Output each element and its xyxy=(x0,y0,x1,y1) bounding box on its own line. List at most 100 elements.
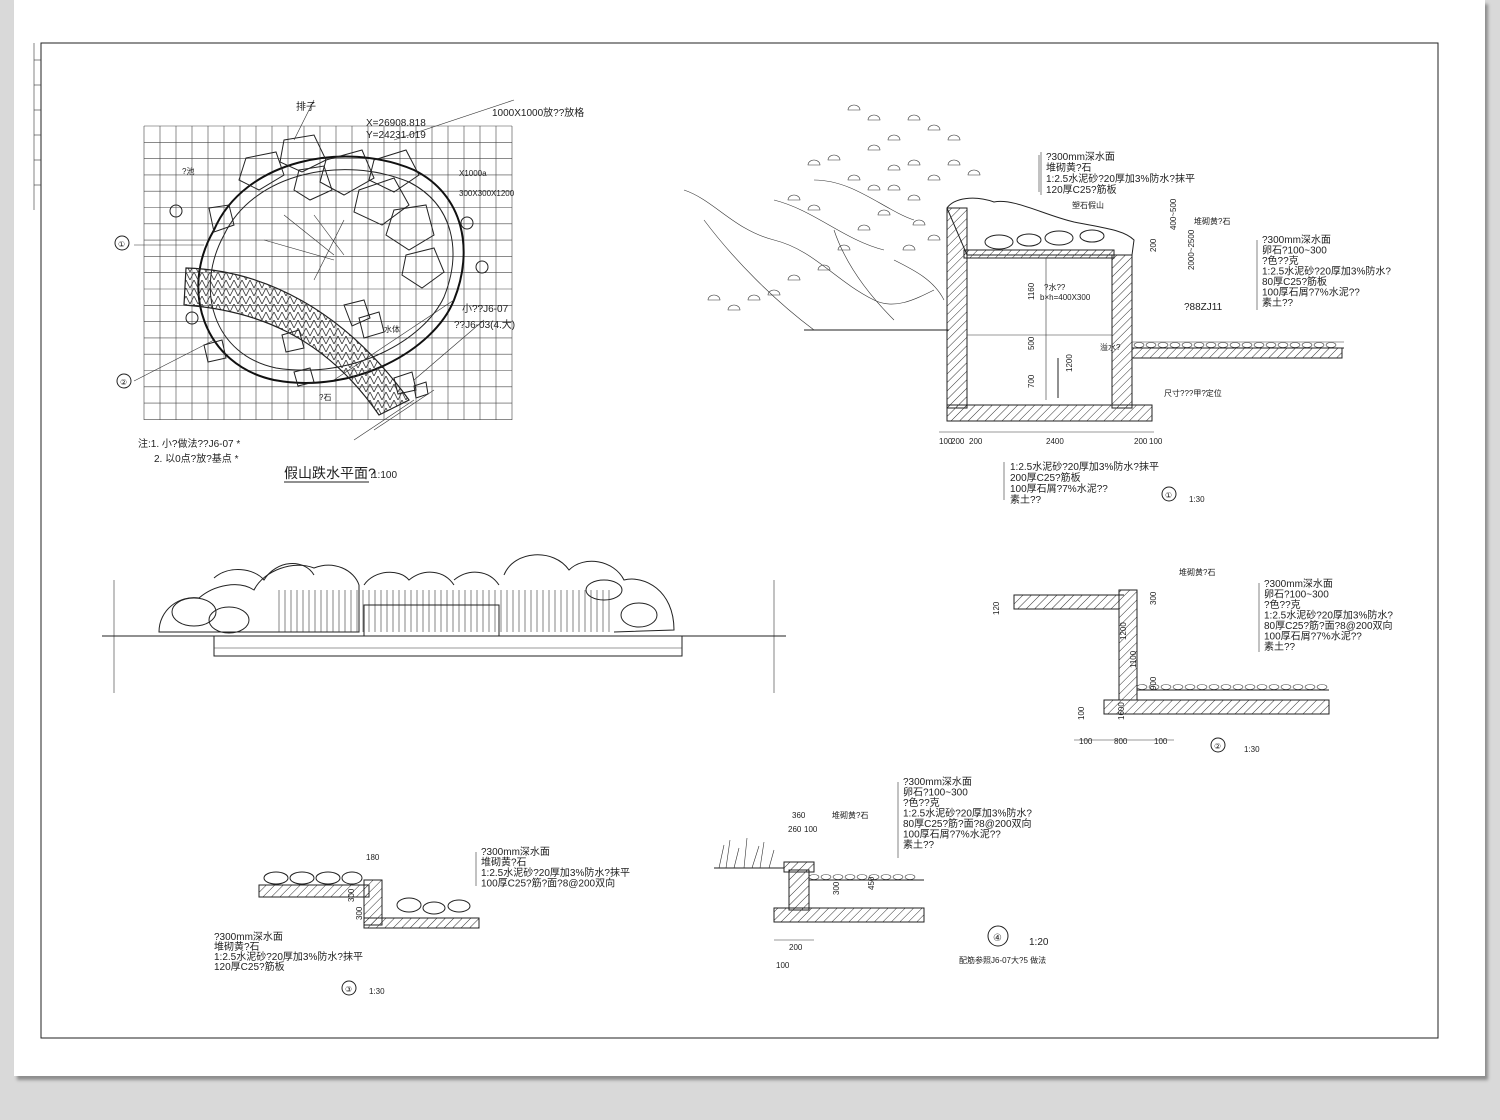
s2-callout: 素土?? xyxy=(1264,640,1296,653)
shrub-mark xyxy=(867,144,881,151)
shrub-mark xyxy=(747,294,761,301)
shrub-mark xyxy=(827,154,841,161)
dim-label: 200 xyxy=(1134,437,1148,446)
shrub-mark xyxy=(867,184,881,191)
s4-scale: 1:20 xyxy=(1029,937,1049,948)
plan-label-water: 水体 xyxy=(384,324,400,334)
s2-callout: 1:2.5水泥砂?20厚加3%防水? xyxy=(1264,609,1393,622)
s1-callout: ?色??克 xyxy=(1262,254,1299,267)
shrub-mark xyxy=(837,244,851,251)
s1-label-size: 尺寸???甲?定位 xyxy=(1164,388,1222,398)
shrub-mark xyxy=(907,159,921,166)
s2-scale: 1:30 xyxy=(1244,745,1260,754)
dim-label: 100 xyxy=(776,961,790,970)
shrub-mark xyxy=(947,134,961,141)
dim-label: 2000~2500 xyxy=(1187,229,1196,270)
s4-callout: 素土?? xyxy=(903,838,935,851)
s3-callout: 堆砌黄?石 xyxy=(214,940,260,953)
elevation-rocks xyxy=(158,554,675,634)
shrub-mark xyxy=(887,164,901,171)
s1-callout: 100厚石屑?7%水泥?? xyxy=(1010,482,1108,495)
shrub-mark xyxy=(887,134,901,141)
s1-label-rock: 堆砌黄?石 xyxy=(1194,216,1230,226)
waterfall-lines xyxy=(278,590,610,632)
shrub-mark xyxy=(787,194,801,201)
cad-drawing: ① ② 排子 X=26908.818 Y=24231.019 1000X1000… xyxy=(33,42,1439,1039)
dim-label: 900 xyxy=(1149,676,1158,690)
dim-label: 450 xyxy=(867,876,876,890)
s4-callout: ?色??克 xyxy=(903,796,940,809)
plan-label-rock: ?石 xyxy=(319,393,331,402)
plan-title: 假山跌水平面? xyxy=(284,465,376,481)
shrub-mark xyxy=(947,159,961,166)
s3-callout: 1:2.5水泥砂?20厚加3%防水?抹平 xyxy=(214,950,363,963)
s1-label-rockery: 塑石假山 xyxy=(1072,200,1104,210)
s4-label-rock: 堆砌黄?石 xyxy=(832,810,868,820)
grid-mark-2: ② xyxy=(120,378,127,387)
dim-label: 800 xyxy=(1114,737,1128,746)
shrub-mark xyxy=(927,124,941,131)
plan-coord-x: X=26908.818 xyxy=(366,118,426,129)
paved-walkway xyxy=(183,267,410,416)
dim-label: 200 xyxy=(969,437,983,446)
shrub-mark xyxy=(912,219,926,226)
s2-callout: ?300mm深水面 xyxy=(1264,578,1333,590)
dim-label: 300 xyxy=(1149,591,1158,605)
s1-label-drain: 溢水? xyxy=(1100,342,1121,352)
s1-callout: 1:2.5水泥砂?20厚加3%防水?抹平 xyxy=(1010,460,1159,473)
dim-label: 180 xyxy=(366,853,380,862)
dim-label: 200 xyxy=(951,437,965,446)
shrub-mark xyxy=(867,114,881,121)
dim-label: 260 xyxy=(788,825,802,834)
dim-label: 300 xyxy=(832,881,841,895)
s4-callout: 1:2.5水泥砂?20厚加3%防水? xyxy=(903,807,1032,820)
dim-label: 300 xyxy=(355,906,364,920)
s1-callout: 堆砌黄?石 xyxy=(1046,161,1092,174)
s1-callout: 200厚C25?筋板 xyxy=(1010,471,1081,484)
dim-label: 120 xyxy=(992,601,1001,615)
shrub-mark xyxy=(807,204,821,211)
dim-label: 100 xyxy=(939,437,953,446)
shrub-mark xyxy=(787,274,801,281)
vegetation-sketch xyxy=(683,179,945,331)
dim-label: 1600 xyxy=(1117,702,1126,720)
dim-label: 100 xyxy=(1077,706,1086,720)
shrub-mark xyxy=(727,304,741,311)
shrub-mark xyxy=(847,174,861,181)
s1-callout: ?300mm深水面 xyxy=(1262,234,1331,246)
shrub-mark xyxy=(927,234,941,241)
drawing-frame xyxy=(40,42,1439,1039)
elevation-view xyxy=(102,554,786,693)
s1-label-opening: b×h=400X300 xyxy=(1040,293,1091,302)
plan-scale: 1:100 xyxy=(372,470,397,481)
dim-label: 400~500 xyxy=(1169,198,1178,230)
s4-callout: 100厚石屑?7%水泥?? xyxy=(903,828,1001,841)
dim-label: 200 xyxy=(789,943,803,952)
s4-note: 配筋参照J6-07大?5 做法 xyxy=(959,955,1046,965)
shrub-mark xyxy=(817,264,831,271)
shrub-mark xyxy=(907,114,921,121)
dim-label: 300 xyxy=(347,888,356,902)
shrub-mark xyxy=(902,244,916,251)
dim-label: 200 xyxy=(1149,238,1158,252)
dim-label: 100 xyxy=(804,825,818,834)
plan-label-paving: 1000X1000放??放格 xyxy=(492,106,584,119)
shrub-mark xyxy=(707,294,721,301)
plan-note-2: 2. 以0点?放?基点 * xyxy=(154,452,239,465)
shrub-mark xyxy=(887,184,901,191)
dim-label: 100 xyxy=(1149,437,1163,446)
shrub-mark xyxy=(927,174,941,181)
s2-number: ② xyxy=(1214,742,1221,751)
s1-label-pipe: ?88ZJ11 xyxy=(1184,302,1223,313)
s3-callout: 120厚C25?筋板 xyxy=(214,960,285,973)
dim-label: 1160 xyxy=(1027,282,1036,300)
dim-label: 2400 xyxy=(1046,437,1064,446)
s2-callout: 100厚石屑?7%水泥?? xyxy=(1264,630,1362,643)
s2-callout: 卵石?100~300 xyxy=(1264,589,1329,601)
s4-callout: ?300mm深水面 xyxy=(903,776,972,788)
plan-label-spec3: 小??J6-07 xyxy=(462,303,509,315)
s2-label-rock: 堆砌黄?石 xyxy=(1179,567,1215,577)
